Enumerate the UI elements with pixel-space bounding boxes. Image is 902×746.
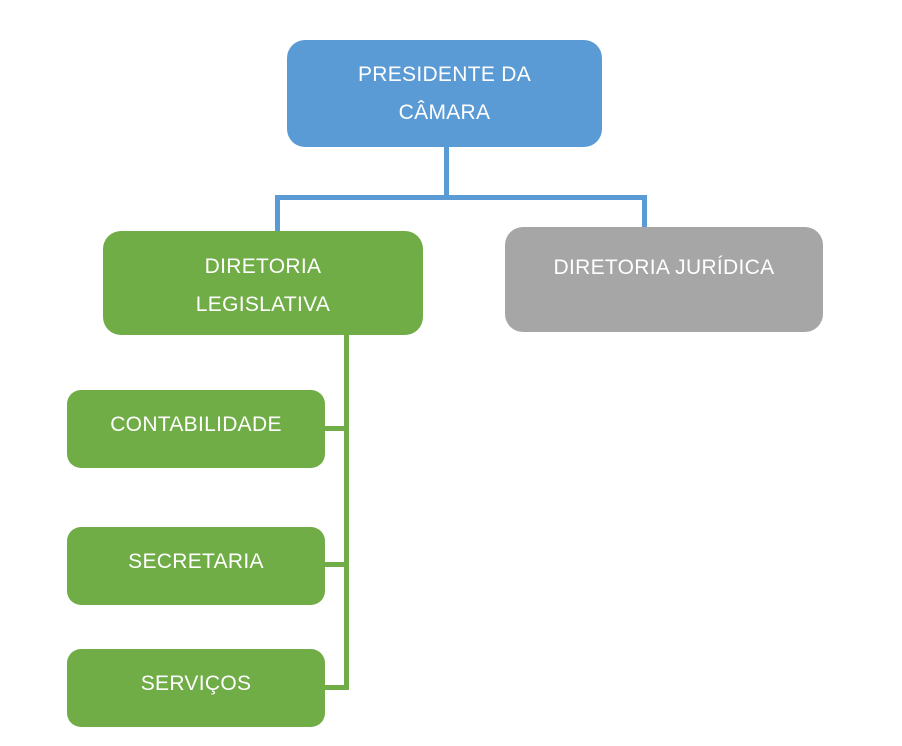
- org-node-presidente-da-camara: PRESIDENTE DA CÂMARA: [287, 40, 602, 147]
- org-node-label-line: LEGISLATIVA: [195, 293, 331, 316]
- org-node-label-line: DIRETORIA JURÍDICA: [553, 256, 775, 279]
- org-node-label-line: PRESIDENTE DA: [357, 63, 532, 86]
- connector-contabilidade-stub: [323, 426, 349, 431]
- connector-secretaria-stub: [323, 562, 349, 567]
- org-node-label-line: DIRETORIA: [204, 255, 322, 278]
- org-node-diretoria-legislativa: DIRETORIA LEGISLATIVA: [103, 231, 423, 335]
- connector-legislativa-drop: [275, 195, 280, 233]
- connector-level2-horizontal: [275, 195, 647, 200]
- org-node-label-line: CÂMARA: [398, 101, 491, 124]
- org-node-servicos: SERVIÇOS: [67, 649, 325, 727]
- org-node-label-line: SERVIÇOS: [140, 672, 252, 695]
- org-node-diretoria-juridica: DIRETORIA JURÍDICA: [505, 227, 823, 332]
- org-node-label-line: CONTABILIDADE: [110, 413, 282, 436]
- connector-juridica-drop: [642, 195, 647, 229]
- org-node-label-line: SECRETARIA: [128, 550, 264, 573]
- org-node-contabilidade: CONTABILIDADE: [67, 390, 325, 468]
- connector-servicos-stub: [323, 685, 349, 690]
- org-node-secretaria: SECRETARIA: [67, 527, 325, 605]
- connector-legislativa-vertical: [344, 335, 349, 690]
- connector-presidente-vertical: [444, 147, 449, 197]
